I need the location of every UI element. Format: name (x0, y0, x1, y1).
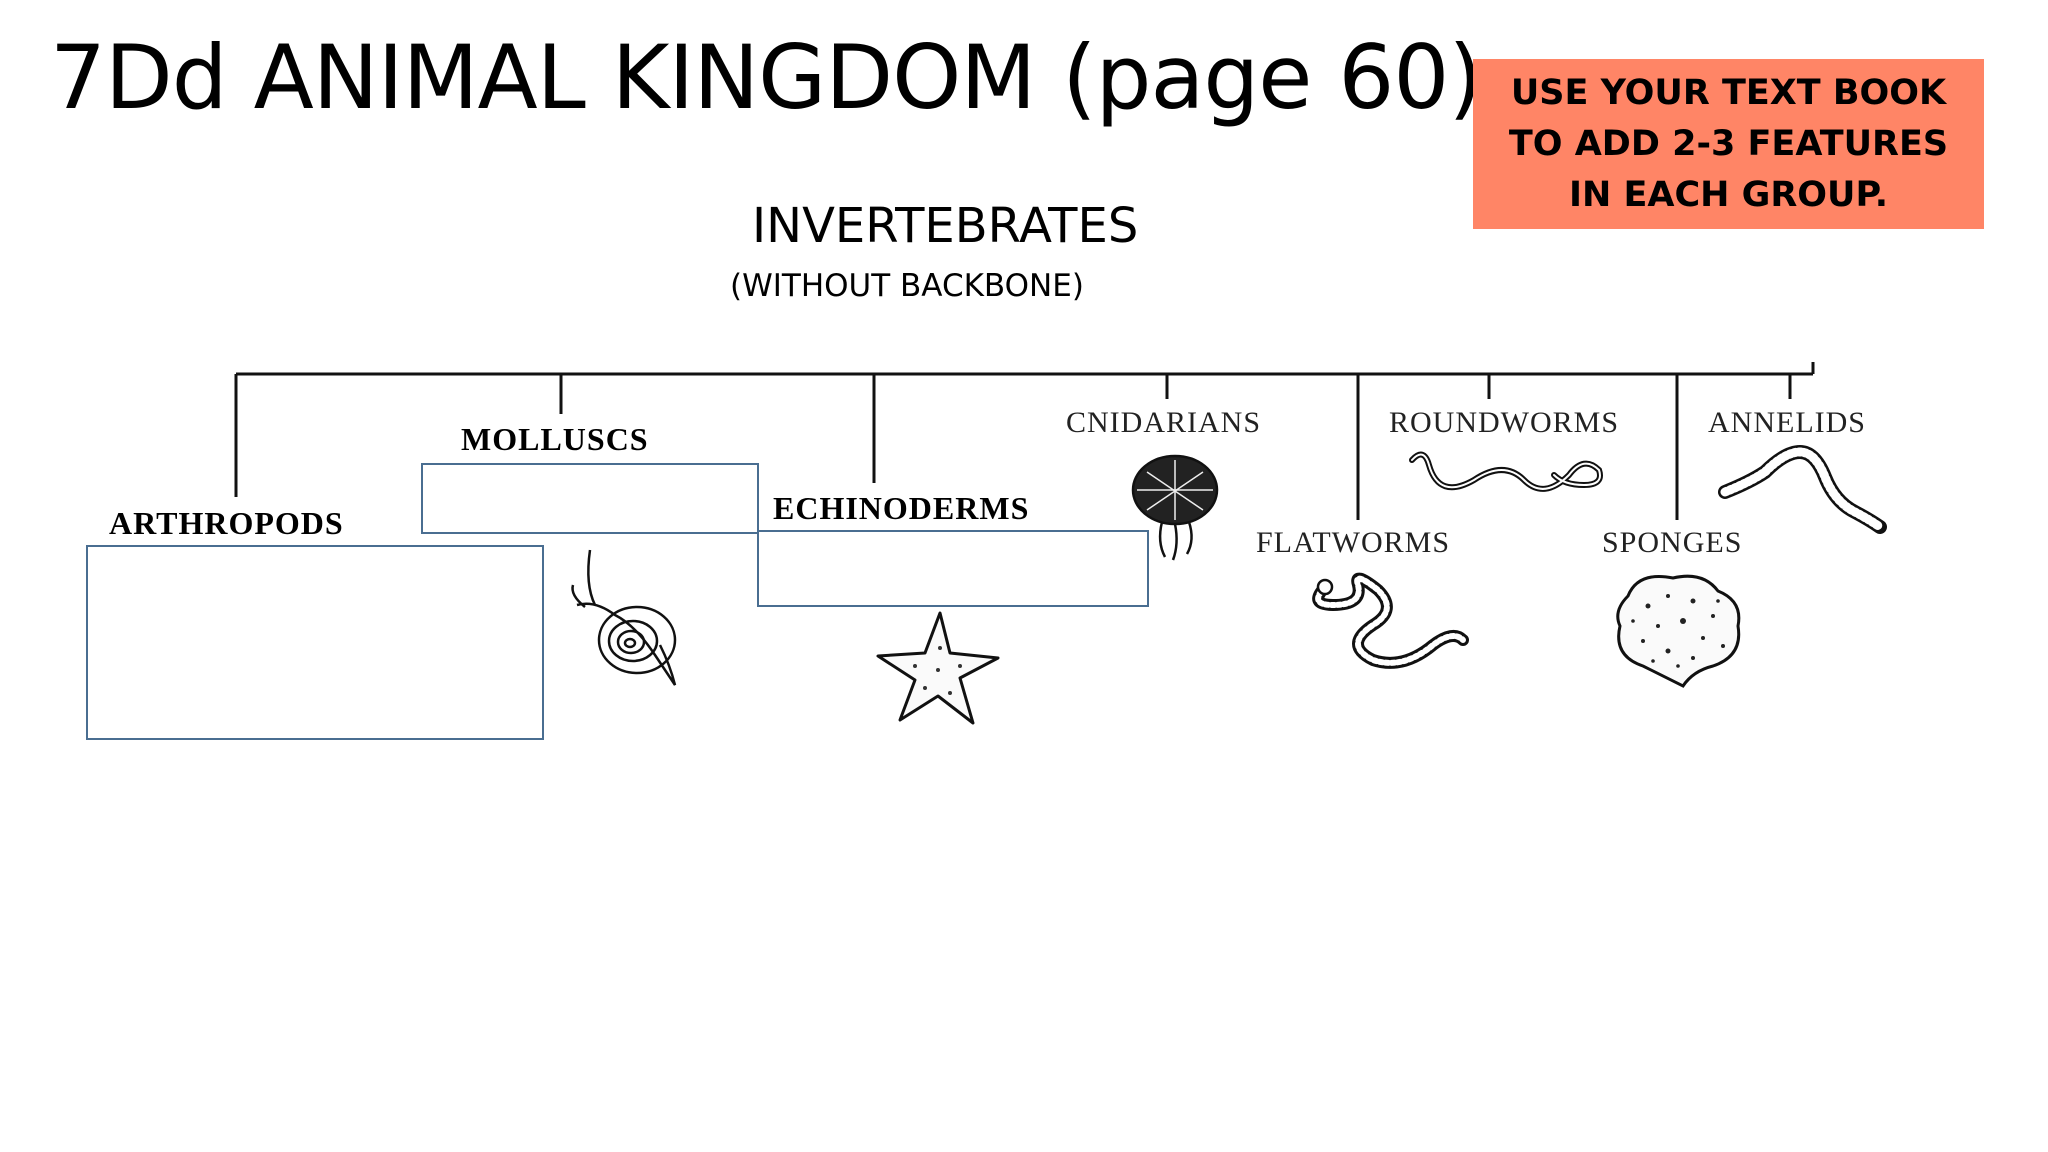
instruction-box: USE YOUR TEXT BOOK TO ADD 2-3 FEATURES I… (1473, 59, 1984, 229)
label-arthropods: ARTHROPODS (109, 505, 344, 541)
molluscs-features-box[interactable] (421, 463, 759, 534)
label-molluscs: MOLLUSCS (461, 421, 649, 457)
label-roundworms: ROUNDWORMS (1389, 406, 1620, 439)
flatworm-icon (1312, 572, 1469, 669)
starfish-icon (876, 611, 1000, 725)
arthropods-features-box[interactable] (86, 545, 544, 740)
label-flatworms: FLATWORMS (1256, 526, 1451, 559)
roundworm-icon (1409, 451, 1603, 492)
label-annelids: ANNELIDS (1708, 406, 1866, 439)
echinoderms-features-box[interactable] (757, 530, 1149, 607)
label-cnidarians: CNIDARIANS (1066, 406, 1262, 439)
jellyfish-icon (1131, 454, 1219, 561)
label-sponges: SPONGES (1602, 526, 1743, 559)
sponge-icon (1616, 574, 1741, 688)
page-title: 7Dd ANIMAL KINGDOM (page 60) (50, 26, 1483, 129)
annelid-icon (1718, 444, 1887, 534)
label-echinoderms: ECHINODERMS (773, 490, 1030, 526)
diagram-heading: INVERTEBRATES (752, 198, 1139, 254)
diagram-subheading: (WITHOUT BACKBONE) (730, 268, 1084, 304)
snail-icon (571, 549, 677, 686)
